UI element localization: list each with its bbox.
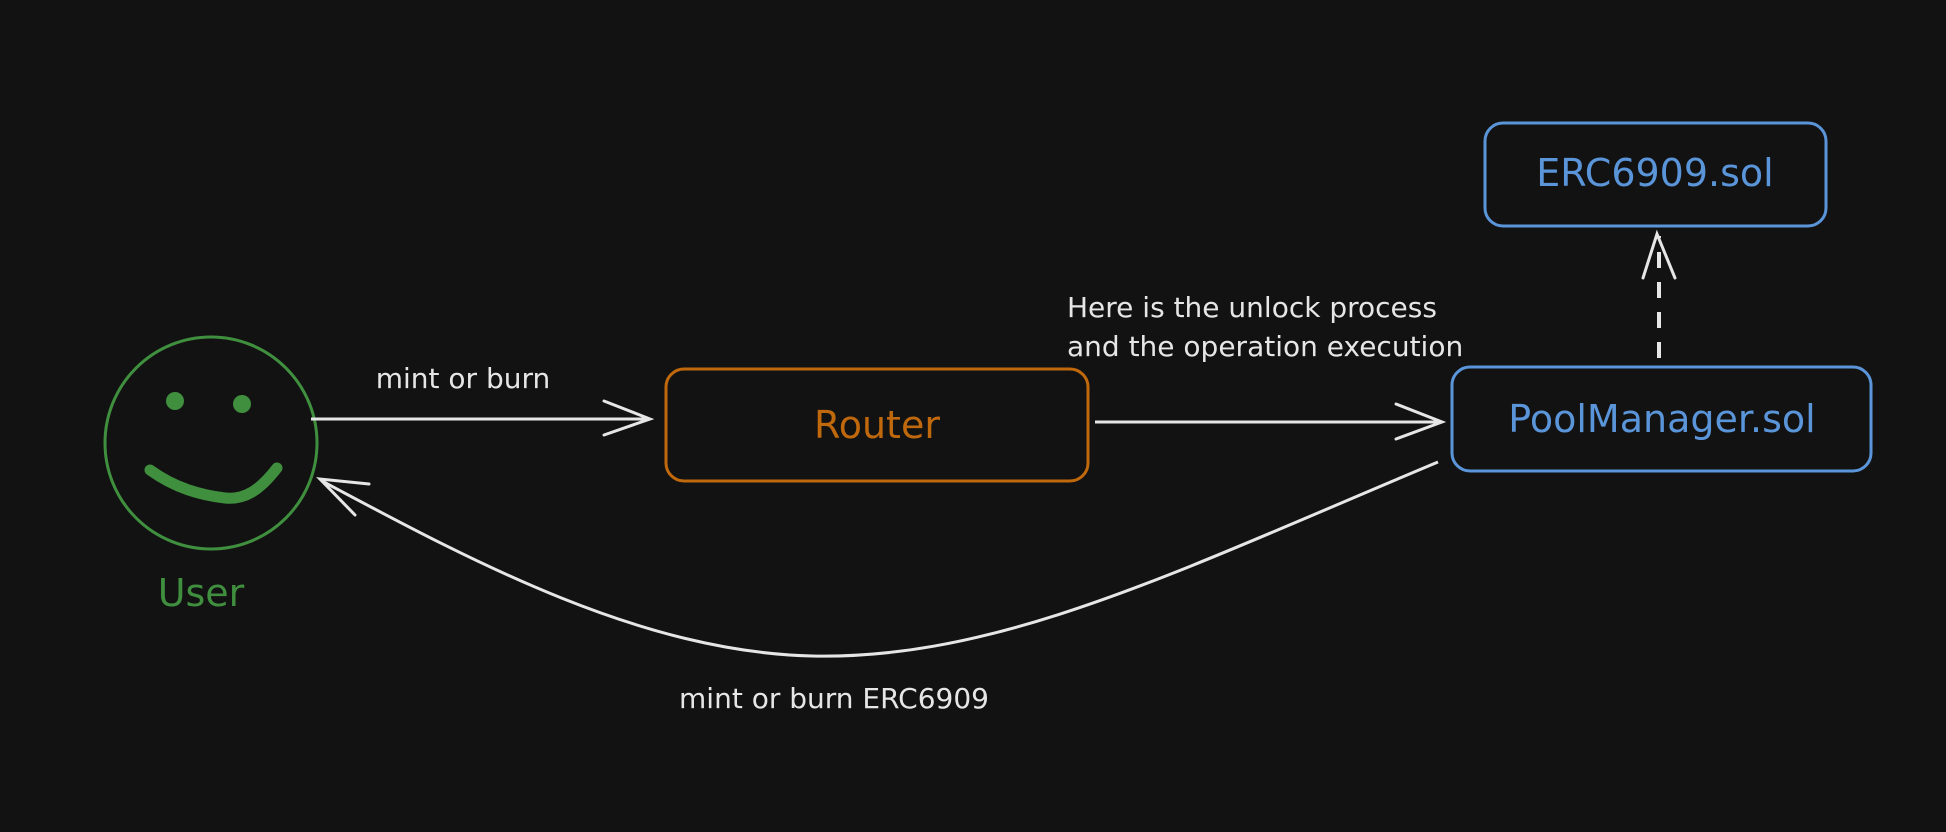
router-node[interactable]: Router <box>664 367 1090 483</box>
edge-user-to-router-label: mint or burn <box>376 362 551 395</box>
router-box <box>664 367 1090 483</box>
pool-manager-label: PoolManager.sol <box>1508 397 1815 441</box>
edge-pool-to-user: mint or burn ERC6909 <box>316 460 1439 715</box>
user-smile <box>144 462 283 504</box>
user-right-eye <box>233 395 251 413</box>
arrowhead-right-icon <box>602 399 655 437</box>
pool-manager-node[interactable]: PoolManager.sol <box>1450 365 1873 473</box>
arrowhead-up-icon <box>1641 229 1677 280</box>
edge-pool-to-user-curve <box>321 460 1439 658</box>
user-label: User <box>158 571 245 615</box>
user-left-eye <box>166 392 184 410</box>
arrowhead-left-icon <box>316 477 371 517</box>
router-label: Router <box>814 403 940 447</box>
edge-router-to-pool-label-line2: and the operation execution <box>1067 330 1463 363</box>
user-node[interactable]: User <box>103 335 319 615</box>
edge-router-to-pool-label-line1: Here is the unlock process <box>1067 291 1437 324</box>
erc6909-node[interactable]: ERC6909.sol <box>1483 121 1828 228</box>
arrowhead-right-icon <box>1394 402 1447 441</box>
edge-pool-to-erc6909 <box>1641 229 1677 358</box>
pool-manager-box <box>1450 365 1873 473</box>
edge-pool-to-user-label: mint or burn ERC6909 <box>679 682 989 715</box>
erc6909-box <box>1483 121 1828 228</box>
edge-router-to-pool: Here is the unlock process and the opera… <box>1067 291 1463 441</box>
edge-user-to-router: mint or burn <box>311 362 655 437</box>
user-face-outline <box>103 335 319 551</box>
smiley-face-icon <box>144 392 283 504</box>
erc6909-label: ERC6909.sol <box>1536 151 1773 195</box>
